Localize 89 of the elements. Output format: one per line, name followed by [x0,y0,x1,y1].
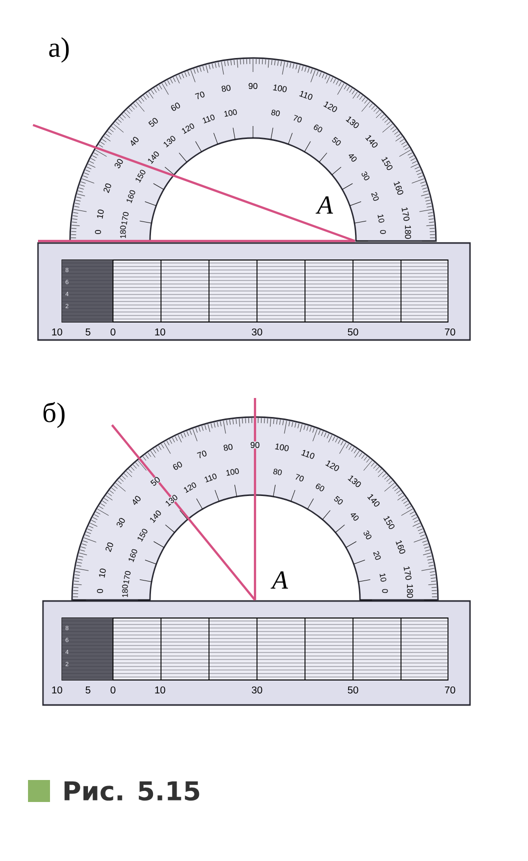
scale-number: 20 [102,182,112,194]
scale-number: 160 [394,538,407,556]
scale-number: 50 [330,136,342,148]
scale-number: 150 [134,168,147,184]
scale-number: 100 [224,467,240,476]
scale-number: 30 [362,529,373,541]
scale-number: 150 [382,514,396,531]
scale-number: 80 [270,108,282,118]
scale-number: 40 [130,494,142,507]
scale-number: 30 [360,170,371,182]
ruler-number: 50 [348,328,358,336]
ruler-number: 5 [86,328,90,336]
scale-number: 20 [370,190,380,202]
scale-number: 170 [400,206,410,222]
scale-number: 140 [146,150,161,166]
scale-number: 40 [128,135,140,148]
scale-number: 150 [136,527,149,543]
scale-number: 100 [274,442,290,452]
scale-number: 40 [348,510,360,522]
scale-number: 80 [220,84,232,93]
scale-number: 10 [98,567,107,579]
scale-number: 60 [312,123,324,134]
scale-number: 120 [324,458,341,473]
scale-number: 110 [300,448,316,460]
scale-number: 140 [366,492,382,508]
scale-number: 130 [162,134,178,149]
scale-number: 0 [94,229,102,235]
panel-label: а) [49,37,69,63]
scale-number: 150 [380,155,394,172]
scale-number: 10 [376,212,386,224]
scale-number: 140 [364,133,380,150]
ruler-number: 10 [52,328,62,336]
scale-number: 60 [169,101,182,112]
scale-number: 130 [164,493,180,508]
scale-number: 160 [125,188,136,204]
ruler-number: 5 [86,686,90,694]
scale-number: 120 [180,122,196,135]
scale-number: 170 [122,570,132,586]
scale-number: 110 [200,113,216,124]
point-label: A [270,571,288,589]
scale-number: 100 [272,84,288,94]
scale-number: 170 [402,565,412,582]
ruler-number: 0 [110,328,116,336]
scale-number: 70 [294,473,306,483]
scale-number: 50 [149,475,162,488]
scale-number: 130 [346,474,363,489]
ruler-number: 10 [52,686,62,694]
scale-number: 30 [113,157,124,170]
scale-number: 70 [292,114,304,124]
scale-number: 160 [127,548,138,564]
scale-number: 0 [382,588,388,594]
scale-number: 180 [122,584,128,598]
scale-number: 120 [322,100,339,114]
scale-number: 80 [272,468,284,476]
ruler-number: 70 [444,328,456,336]
scale-number: 10 [96,208,105,220]
scale-number: 0 [96,588,104,594]
scale-number: 20 [104,540,114,554]
scale-number: 30 [115,516,126,529]
scale-number: 40 [346,152,358,164]
point-label: A [316,196,334,214]
scale-number: 60 [171,460,184,472]
scale-number: 130 [344,114,361,130]
scale-number: 70 [194,90,206,100]
scale-number: 120 [182,480,198,494]
ruler-number: 30 [252,328,262,336]
ruler-number: 30 [252,686,262,694]
scale-number: 0 [380,229,386,235]
scale-number: 170 [120,210,130,226]
scale-number: 60 [314,482,326,493]
scale-number: 70 [196,449,208,460]
panel-label: б) [44,402,65,428]
scale-number: 100 [222,108,238,118]
scale-number: 20 [372,550,382,562]
scale-number: 110 [298,90,314,102]
ruler-number: 0 [110,686,116,694]
scale-number: 50 [147,116,160,128]
scale-number: 80 [222,442,234,452]
scale-number: 180 [120,224,126,240]
scale-number: 10 [378,572,388,583]
scale-number: 110 [202,472,218,484]
figure-caption: Рис. 5.15 [64,781,200,801]
ruler-number: 10 [155,328,166,336]
ruler-number: 50 [348,686,358,694]
scale-number: 160 [392,180,405,196]
ruler-number: 70 [444,686,456,694]
scale-number: 50 [332,494,344,506]
scale-number: 140 [148,508,163,524]
ruler-number: 10 [155,686,166,694]
